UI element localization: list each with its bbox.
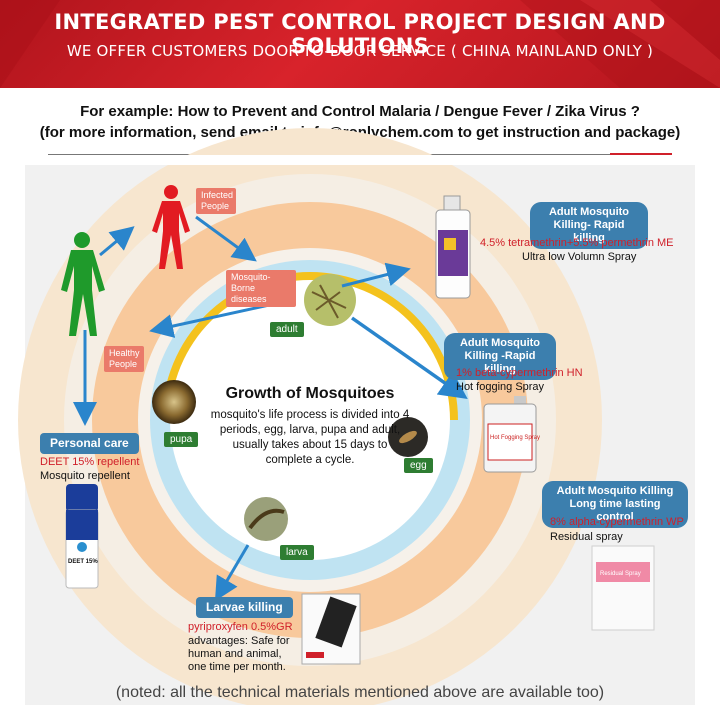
header-banner: INTEGRATED PEST CONTROL PROJECT DESIGN A… — [0, 0, 720, 88]
usage-adult-long: Residual spray — [550, 531, 623, 543]
infected-people-tag: Infected People — [196, 188, 236, 214]
pill-personal-care: Personal care — [40, 433, 139, 454]
intro-line-2: (for more information, send email to inf… — [39, 124, 681, 141]
usage-personal-care: Mosquito repellent — [40, 470, 130, 482]
hot-fog-label: Hot Fogging Spray — [490, 435, 541, 441]
residual-label: Residual Spray — [600, 571, 641, 577]
pill-adult-rapid-hn: Adult Mosquito Killing -Rapid killing — [444, 333, 556, 380]
deet-label: DEET 15% — [68, 559, 98, 565]
ingredient-personal-care: DEET 15% repellent — [40, 456, 140, 468]
banner-pattern — [0, 0, 720, 88]
stage-tag-adult: adult — [270, 322, 304, 337]
pill-larvae-killing: Larvae killing — [196, 597, 293, 618]
ingredient-larvae: pyriproxyfen 0.5%GR — [188, 621, 293, 633]
pill-adult-rapid-me: Adult Mosquito Killing- Rapid killing — [530, 202, 648, 249]
divider-line — [48, 154, 672, 155]
healthy-people-tag: Healthy People — [104, 346, 144, 372]
usage-adult-rapid-hn: Hot fogging Spray — [456, 381, 545, 393]
banner-subtitle: WE OFFER CUSTOMERS DOOR-TO-DOOR SERVICE … — [66, 42, 654, 60]
divider-accent — [610, 153, 672, 156]
banner-title: INTEGRATED PEST CONTROL PROJECT DESIGN A… — [54, 10, 666, 58]
stage-tag-larva: larva — [280, 545, 314, 560]
stage-tag-pupa: pupa — [164, 432, 199, 447]
footer-note: (noted: all the technical materials ment… — [115, 684, 605, 701]
ingredient-adult-rapid-hn: 1% beta-cypermethrin HN — [456, 367, 583, 379]
pill-adult-long: Adult Mosquito Killing Long time lasting… — [542, 481, 688, 528]
center-description: mosquito's life process is divided into … — [210, 409, 410, 466]
center-title: Growth of Mosquitoes — [225, 385, 395, 402]
mosquito-borne-tag: Mosquito-Borne diseases — [226, 270, 296, 307]
usage-larvae: advantages: Safe for human and animal, o… — [188, 635, 290, 673]
ingredient-adult-long: 8% alpha-cypermethrin WP — [550, 516, 684, 528]
ingredient-adult-rapid-me: 4.5% tetramethrin+5.5% permethrin ME — [480, 237, 674, 249]
intro-line-1: For example: How to Prevent and Control … — [80, 103, 640, 120]
stage-tag-egg: egg — [404, 458, 433, 473]
usage-adult-rapid-me: Ultra low Volumn Spray — [522, 251, 637, 263]
